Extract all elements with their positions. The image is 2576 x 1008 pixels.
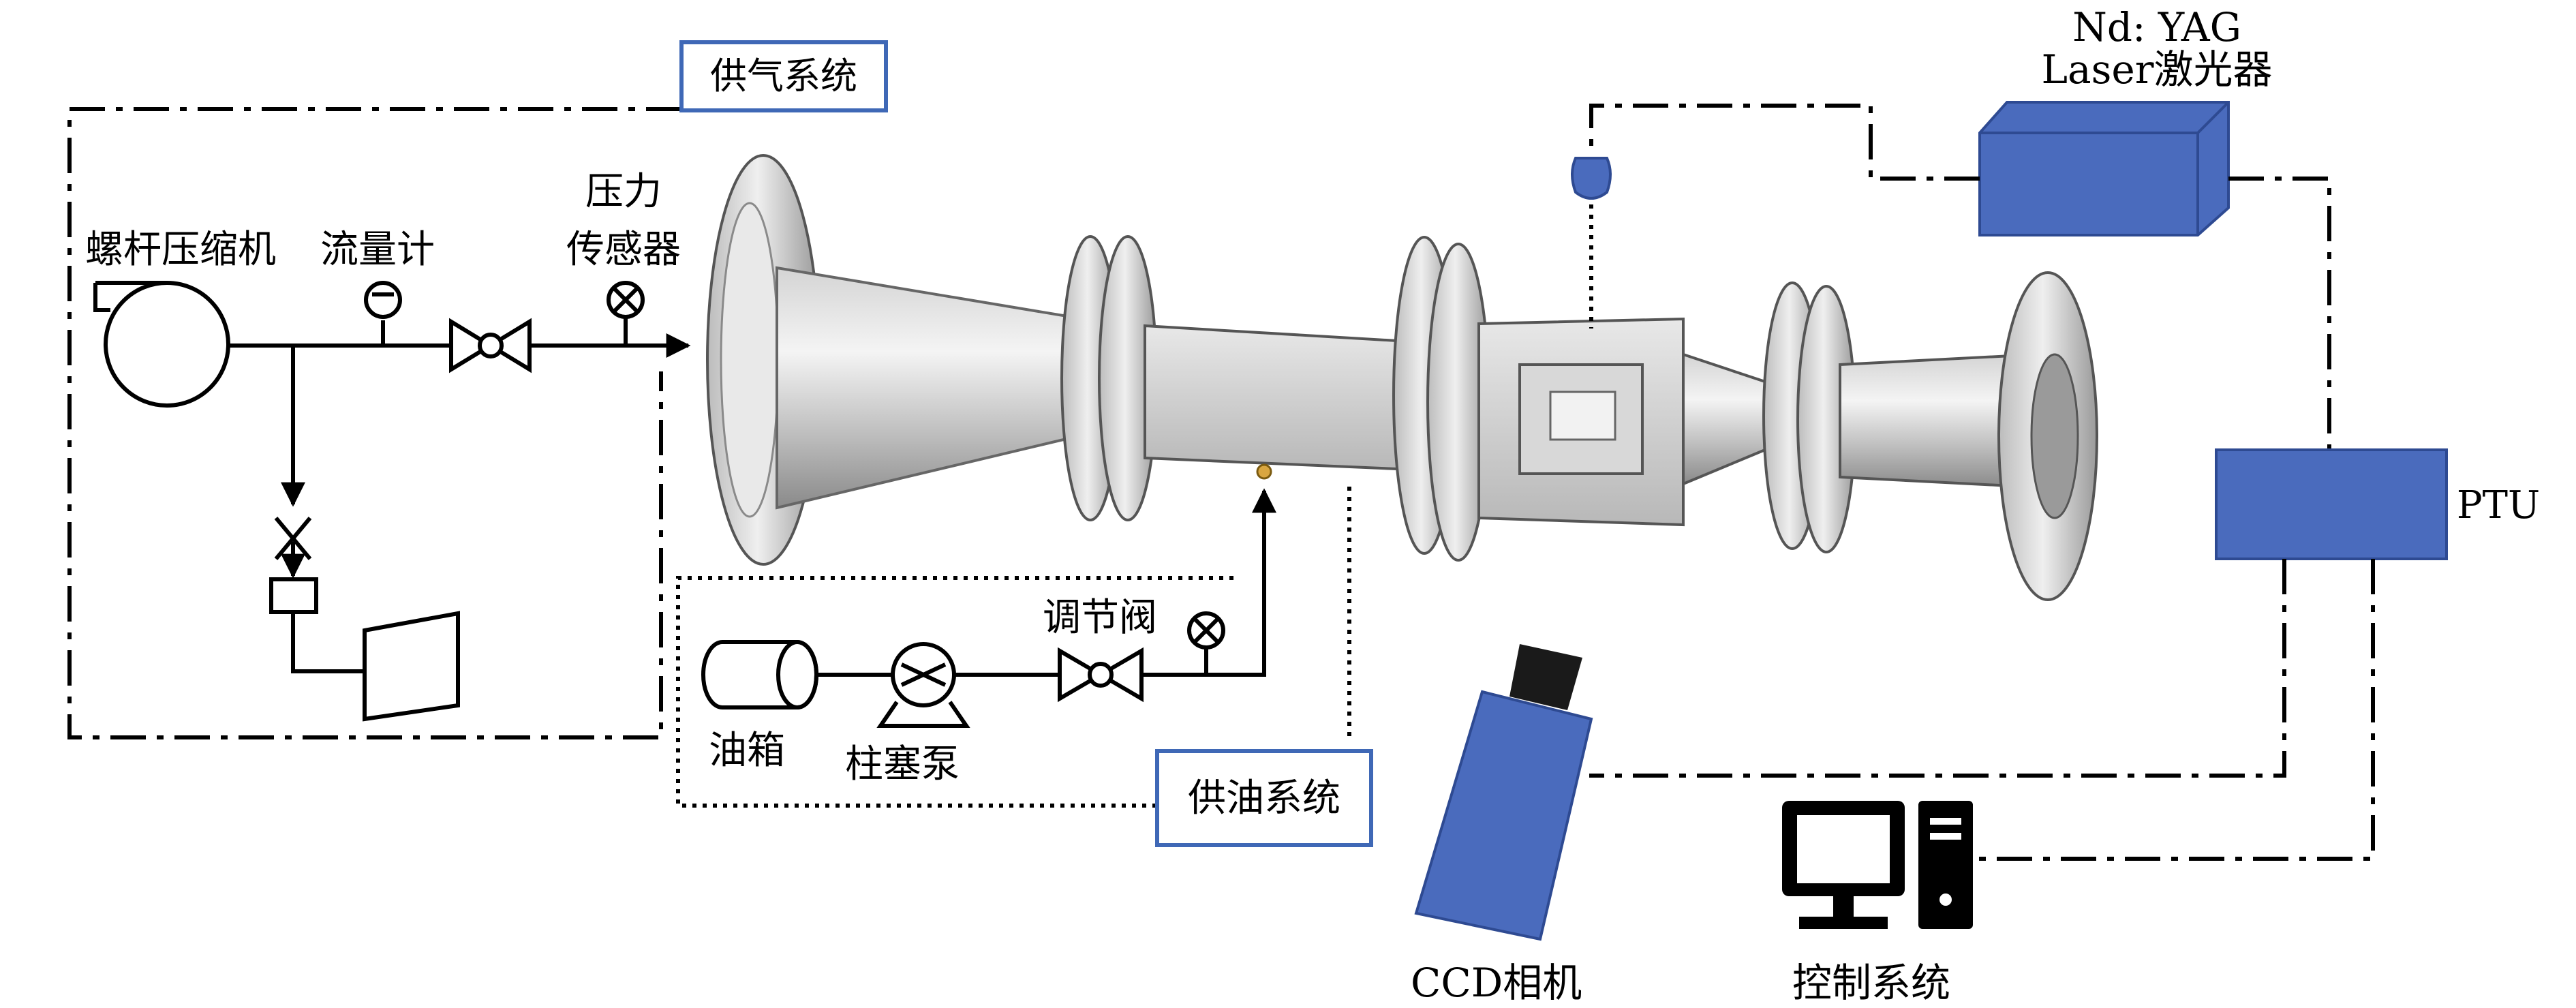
expansion-cone [776, 266, 1085, 510]
ccd-camera-label: CCD相机 [1411, 960, 1582, 1006]
laser-to-probe-link [1589, 104, 1980, 181]
oil-tank-label: 油箱 [709, 729, 785, 773]
plunger-pump-label: 柱塞泵 [845, 742, 960, 786]
oil-line-3 [1141, 488, 1276, 677]
pressure-sensor-label-line2: 传感器 [566, 228, 681, 272]
ptu-to-ccd-link [1589, 559, 2286, 778]
flow-meter-label: 流量计 [320, 228, 435, 272]
oil-supply-boundary [676, 576, 1233, 808]
oil-tank-icon [701, 640, 818, 709]
nozzle-icon [363, 611, 460, 722]
ptu-label: PTU [2457, 483, 2540, 528]
oil-supply-label-box [1155, 749, 1373, 847]
plunger-pump-icon [876, 642, 970, 728]
air-supply-label: 供气系统 [710, 55, 857, 97]
laser-device [1978, 101, 2230, 236]
ptu-to-control-link [1973, 559, 2375, 861]
pressure-sensor-label-line1: 压力 [585, 170, 662, 214]
regulating-valve-label: 调节阀 [1043, 596, 1157, 640]
control-system-label: 控制系统 [1792, 960, 1950, 1006]
filter-icon [269, 577, 318, 614]
oil-pressure-gauge-icon [1187, 611, 1225, 675]
laser-label-line2: Laser激光器 [2042, 46, 2273, 93]
ptu-device [2215, 448, 2448, 560]
laser-probe-icon [1571, 157, 1612, 200]
screw-compressor-icon [93, 281, 230, 408]
injection-duct [1144, 324, 1398, 471]
air-branch-line-3 [291, 612, 365, 673]
laser-to-ptu-link [2228, 177, 2331, 450]
test-rig [706, 154, 2098, 601]
laser-label-line1: Nd: YAG [2072, 4, 2241, 50]
air-supply-label-box [679, 40, 888, 112]
air-supply-boundary [67, 107, 681, 739]
flow-meter-icon [364, 281, 402, 346]
oil-valve-icon [1058, 647, 1144, 703]
air-valve-icon [449, 318, 532, 373]
oil-supply-label: 供油系统 [1188, 776, 1340, 821]
computer-icon [1782, 801, 1973, 929]
ccd-camera-device [1414, 644, 1593, 941]
branch-valve-icon [274, 517, 312, 560]
pressure-sensor-icon [607, 281, 645, 346]
screw-compressor-label: 螺杆压缩机 [85, 228, 276, 272]
